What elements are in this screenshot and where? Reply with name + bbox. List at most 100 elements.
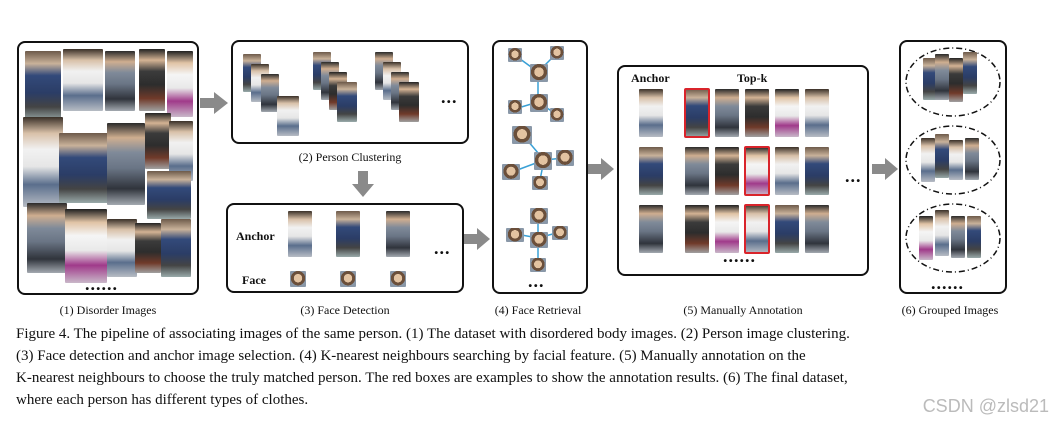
face-node (530, 232, 548, 248)
anchor-image (639, 205, 663, 253)
arrow-right-icon (872, 158, 898, 180)
topk-image (744, 204, 770, 254)
anchor-image (288, 211, 312, 257)
person-image (107, 219, 137, 277)
topk-image (745, 89, 769, 137)
topk-image (775, 147, 799, 195)
topk-image (805, 205, 829, 253)
person-image (967, 216, 981, 258)
panel-1-caption: (1) Disorder Images (59, 303, 157, 317)
person-image (147, 171, 191, 219)
annotation-grid (619, 67, 867, 274)
face-node (512, 126, 532, 144)
grouped-images-panel: ...... (899, 40, 1007, 294)
face-node (550, 108, 564, 122)
watermark: CSDN @zlsd21 (922, 396, 1049, 416)
person-image (27, 203, 67, 273)
person-image (167, 51, 193, 117)
face-node (552, 226, 568, 240)
person-clustering-panel: ... (231, 40, 469, 144)
person-image (337, 82, 357, 122)
person-image (161, 219, 191, 277)
arrow-right-icon (200, 92, 228, 114)
face-node (532, 176, 548, 190)
person-image (25, 51, 61, 121)
person-image (935, 134, 949, 178)
topk-image (775, 89, 799, 137)
person-image (921, 138, 935, 182)
person-image (277, 96, 299, 136)
face-node (530, 258, 546, 272)
topk-image (685, 205, 709, 253)
more-dots: ... (845, 166, 862, 186)
anchor-label: Anchor (236, 229, 275, 243)
person-image (135, 223, 161, 273)
face-image (290, 271, 306, 287)
person-image (935, 210, 949, 256)
topk-label: Top-k (737, 71, 768, 85)
person-image (139, 49, 165, 111)
panel-5-caption: (5) Manually Annotation (683, 303, 803, 317)
face-node (508, 48, 522, 62)
topk-image (805, 147, 829, 195)
person-image (963, 52, 977, 94)
more-dots: ...... (931, 273, 964, 293)
face-node (508, 100, 522, 114)
topk-image (715, 89, 739, 137)
more-dots: ...... (85, 274, 118, 294)
person-image (65, 209, 107, 283)
topk-image (685, 147, 709, 195)
arrow-right-icon (464, 228, 490, 250)
manual-annotation-panel: Anchor Top-k ... ...... (617, 65, 869, 276)
panel-6-caption: (6) Grouped Images (901, 303, 999, 317)
topk-image (684, 88, 710, 138)
panel-3-caption: (3) Face Detection (300, 303, 390, 317)
group-ellipses (905, 47, 1001, 273)
face-node (506, 228, 524, 242)
caption-line: K-nearest neighbours to choose the truly… (16, 370, 848, 386)
person-image (107, 123, 145, 205)
anchor-label: Anchor (631, 71, 670, 85)
anchor-image (336, 211, 360, 257)
face-node (530, 94, 548, 112)
person-image (949, 140, 963, 180)
caption-line: where each person has different types of… (16, 392, 309, 408)
face-label: Face (242, 273, 266, 287)
caption-line: Figure 4. The pipeline of associating im… (16, 326, 850, 342)
person-image (919, 216, 933, 260)
face-node (502, 164, 520, 180)
topk-image (715, 205, 739, 253)
anchor-image (639, 89, 663, 137)
face-detection-panel: Anchor Face ... (226, 203, 464, 293)
face-node (534, 152, 552, 170)
disorder-images-panel: ...... (17, 41, 199, 295)
person-image (23, 117, 63, 207)
face-node (530, 208, 548, 224)
face-node (556, 150, 574, 166)
face-node (550, 46, 564, 60)
more-dots: ... (528, 271, 545, 291)
more-dots: ...... (723, 246, 756, 266)
person-image (951, 216, 965, 258)
face-image (340, 271, 356, 287)
face-image (390, 271, 406, 287)
topk-image (805, 89, 829, 137)
more-dots: ... (434, 238, 451, 258)
arrow-down-icon (352, 171, 374, 197)
person-image (935, 54, 949, 100)
person-image (965, 138, 979, 180)
figure-caption: Figure 4. The pipeline of associating im… (16, 323, 1016, 411)
topk-image (744, 146, 770, 196)
person-image (399, 82, 419, 122)
anchor-image (386, 211, 410, 257)
person-image (949, 58, 963, 102)
topk-image (775, 205, 799, 253)
caption-line: (3) Face detection and anchor image sele… (16, 348, 806, 364)
panel-4-caption: (4) Face Retrieval (494, 303, 582, 317)
person-image (923, 58, 937, 100)
person-image (105, 51, 135, 111)
topk-image (715, 147, 739, 195)
person-image (145, 113, 171, 169)
panel-2-caption: (2) Person Clustering (298, 150, 402, 164)
person-image (261, 74, 279, 112)
